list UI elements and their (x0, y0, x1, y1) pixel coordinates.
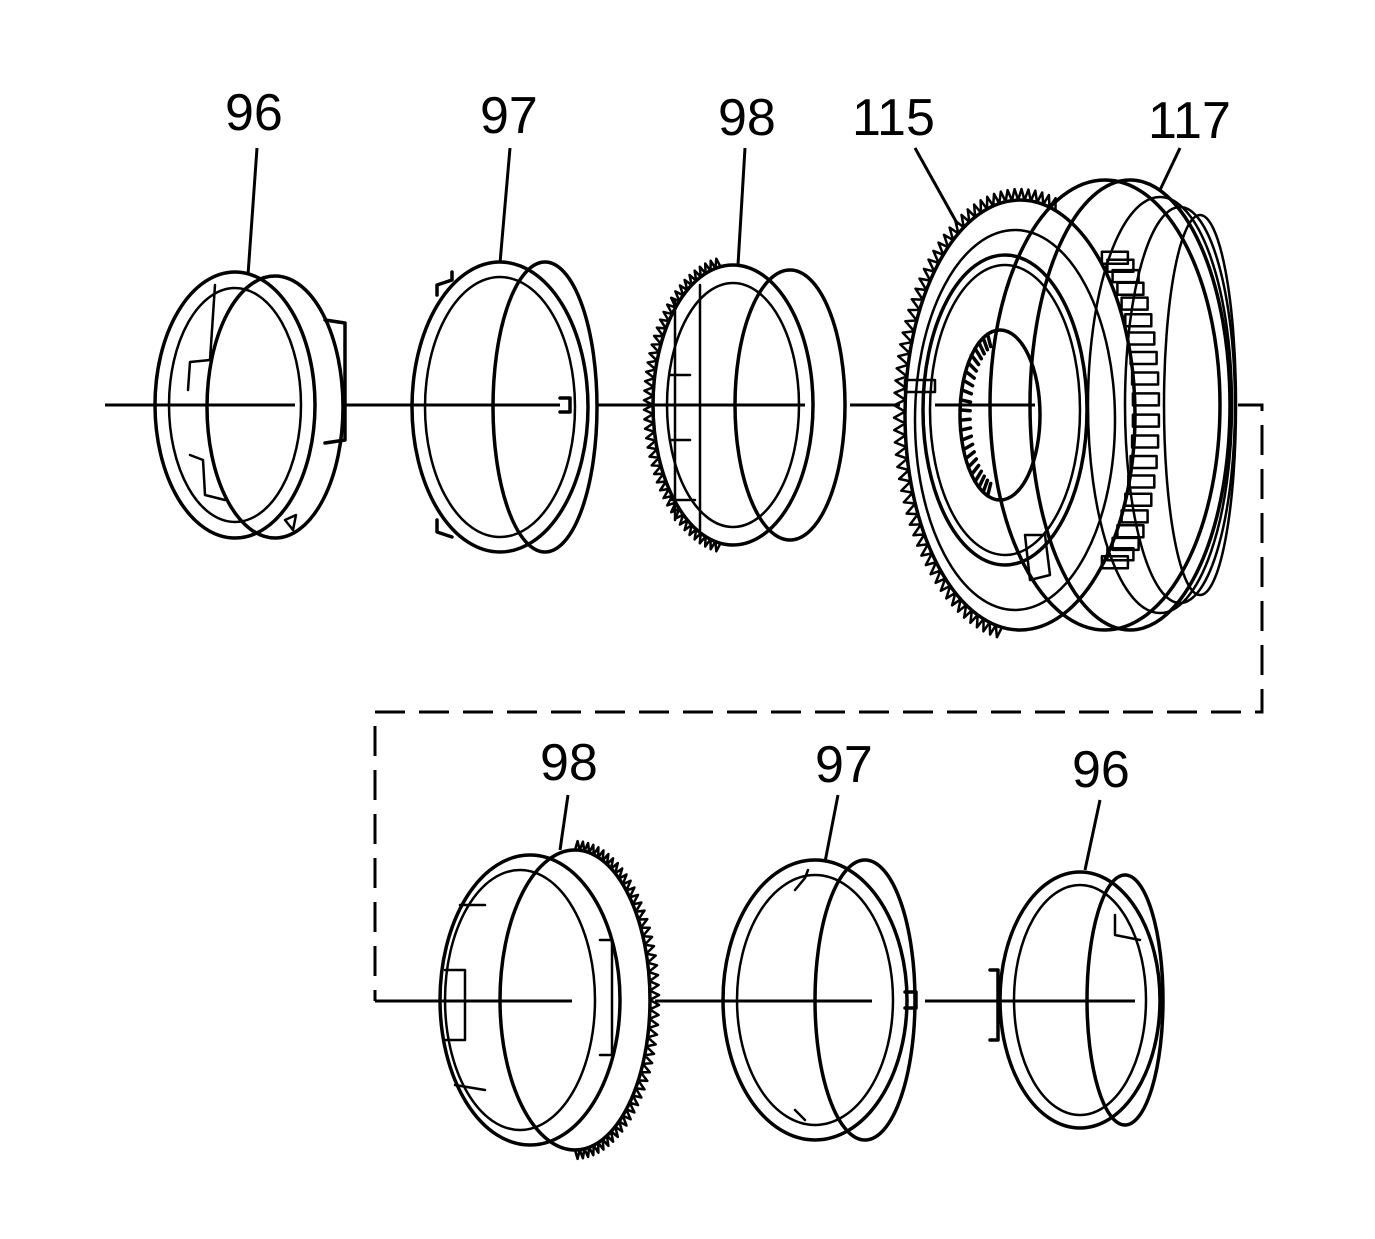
spline-tooth (973, 469, 984, 484)
part-96-ring-top (153, 270, 347, 540)
label-96-bottom: 96 (1072, 741, 1130, 799)
spline-tooth (985, 481, 993, 498)
part-115-117-hub-sleeve (892, 178, 1238, 639)
spline-tooth (977, 474, 986, 490)
label-117: 117 (1148, 92, 1231, 150)
label-97-bottom: 97 (815, 736, 873, 794)
leader-96-bottom (1083, 799, 1102, 871)
leader-115 (913, 147, 960, 226)
spline-tooth (963, 369, 976, 380)
gear-teeth (642, 257, 722, 553)
sleeve-slots (1100, 250, 1161, 570)
spline-tooth (960, 388, 974, 396)
sleeve-slot (1106, 258, 1135, 273)
sleeve-slot (1130, 434, 1160, 449)
spline-tooth (966, 457, 979, 469)
sleeve-slot (1120, 509, 1149, 524)
leader-98-top (736, 147, 747, 266)
gear-teeth (573, 839, 661, 1161)
part-98-cone-bottom (438, 839, 661, 1161)
leader-96-top (246, 147, 259, 276)
spline-tooth (977, 340, 986, 356)
sleeve-slot (1131, 392, 1161, 407)
label-96-top: 96 (225, 84, 283, 142)
sleeve-slot (1100, 250, 1130, 266)
leader-lines (246, 147, 1182, 871)
part-98-cone-top (642, 257, 847, 553)
sleeve-slot (1127, 474, 1156, 489)
spline-tooth (961, 442, 975, 452)
spline-tooth (985, 332, 993, 349)
callout-labels: 96 97 98 115 117 98 97 96 (225, 84, 1231, 799)
sleeve-slot (1100, 554, 1130, 570)
dashed-connector-line (373, 403, 1264, 1001)
spline-tooth (958, 398, 973, 404)
spline-tooth (981, 336, 990, 352)
spline-tooth (966, 361, 979, 373)
sleeve-slot (1111, 536, 1140, 552)
gear-tooth-profile (573, 839, 661, 1161)
spline-tooth (961, 378, 975, 388)
spline-tooth (973, 346, 984, 361)
spline-tooth (963, 450, 976, 461)
spline-tooth (958, 426, 973, 432)
part-97-ring-bottom (721, 858, 918, 1142)
sleeve-slot (1131, 413, 1161, 428)
sleeve-slot (1129, 454, 1158, 470)
leader-97-bottom (823, 794, 840, 863)
sleeve-slot (1106, 547, 1135, 562)
part-97-ring-top (410, 260, 599, 554)
label-115: 115 (852, 89, 935, 147)
part-96-ring-bottom (988, 870, 1165, 1130)
spline-tooth (958, 417, 972, 422)
spline-tooth (969, 463, 981, 477)
leader-98-bottom (558, 794, 570, 851)
leader-97-top (498, 147, 512, 264)
label-97-top: 97 (480, 87, 538, 145)
sleeve-slot (1129, 350, 1158, 366)
sleeve-slot (1120, 296, 1149, 311)
sleeve-slot (1127, 331, 1156, 346)
label-98-top: 98 (718, 89, 776, 147)
sleeve-slot (1116, 281, 1145, 297)
gear-teeth (892, 187, 1057, 639)
spline-tooth (960, 434, 974, 442)
sleeve-slot (1124, 313, 1153, 328)
gear-tooth-profile (642, 257, 722, 553)
gear-tooth-profile (892, 187, 1057, 639)
spline-tooth (958, 408, 972, 413)
leader-117 (1158, 147, 1182, 191)
spline-tooth (981, 478, 990, 494)
spline-tooth (969, 353, 981, 367)
sleeve-slot (1130, 371, 1160, 386)
label-98-bottom: 98 (540, 734, 598, 792)
inner-splines (958, 332, 993, 498)
sleeve-slot (1124, 492, 1153, 507)
